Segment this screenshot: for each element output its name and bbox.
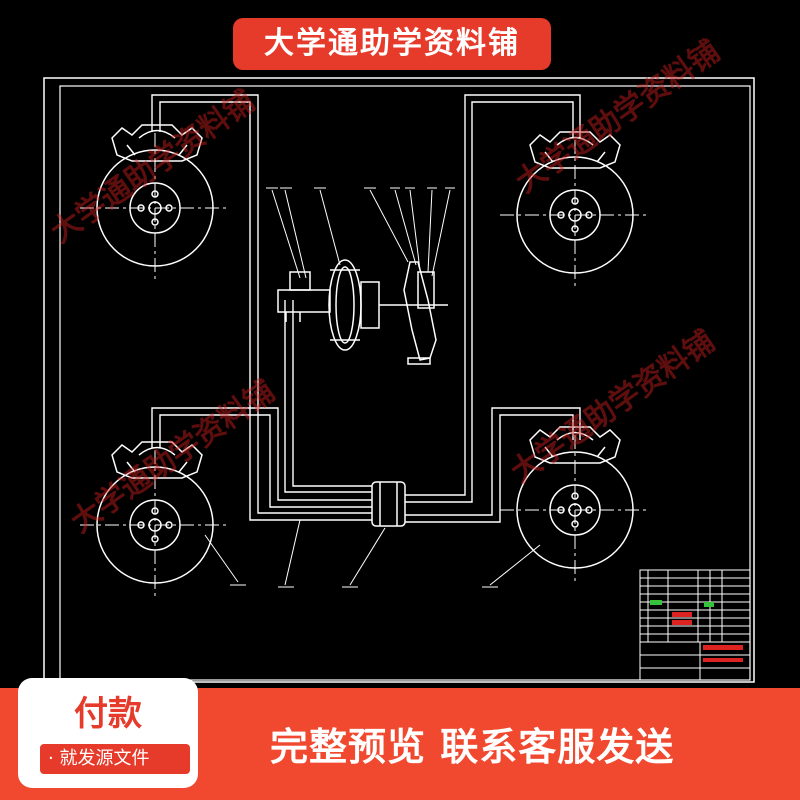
leader-lines xyxy=(204,189,541,586)
caliper-piston xyxy=(138,129,176,139)
brake-caliper xyxy=(111,441,203,479)
rear-left-wheel xyxy=(80,441,230,600)
caliper-pad xyxy=(126,144,188,156)
leader-ticks xyxy=(230,187,498,588)
shop-banner: 大学通助学资料铺 xyxy=(233,18,551,70)
caliper-pad xyxy=(126,461,188,473)
payment-title: 付款 xyxy=(74,694,142,734)
caliper-pad xyxy=(544,446,606,458)
vacuum-booster xyxy=(328,259,400,351)
brake-pedal xyxy=(400,261,448,365)
rear-right-wheel xyxy=(500,426,650,585)
brake-pipes xyxy=(151,94,581,523)
payment-subtitle: · 就发源文件 xyxy=(40,744,190,774)
brake-caliper xyxy=(111,124,203,162)
inner-frame xyxy=(59,85,751,681)
caliper-pad xyxy=(544,151,606,163)
payment-card[interactable]: 付款 · 就发源文件 xyxy=(18,678,198,788)
proportioning-valve xyxy=(371,481,406,527)
outer-frame xyxy=(43,77,755,683)
caliper-piston xyxy=(138,446,176,456)
brake-caliper xyxy=(529,426,621,464)
footer-message: 完整预览 联系客服发送 xyxy=(270,725,675,769)
title-block-marks xyxy=(650,600,743,662)
title-block xyxy=(639,569,751,681)
master-cylinder xyxy=(277,271,331,322)
caliper-piston xyxy=(556,431,594,441)
caliper-piston xyxy=(556,136,594,146)
brake-caliper xyxy=(529,131,621,169)
front-left-wheel xyxy=(80,124,230,283)
front-right-wheel xyxy=(500,131,650,290)
wheel-assemblies xyxy=(80,124,650,600)
